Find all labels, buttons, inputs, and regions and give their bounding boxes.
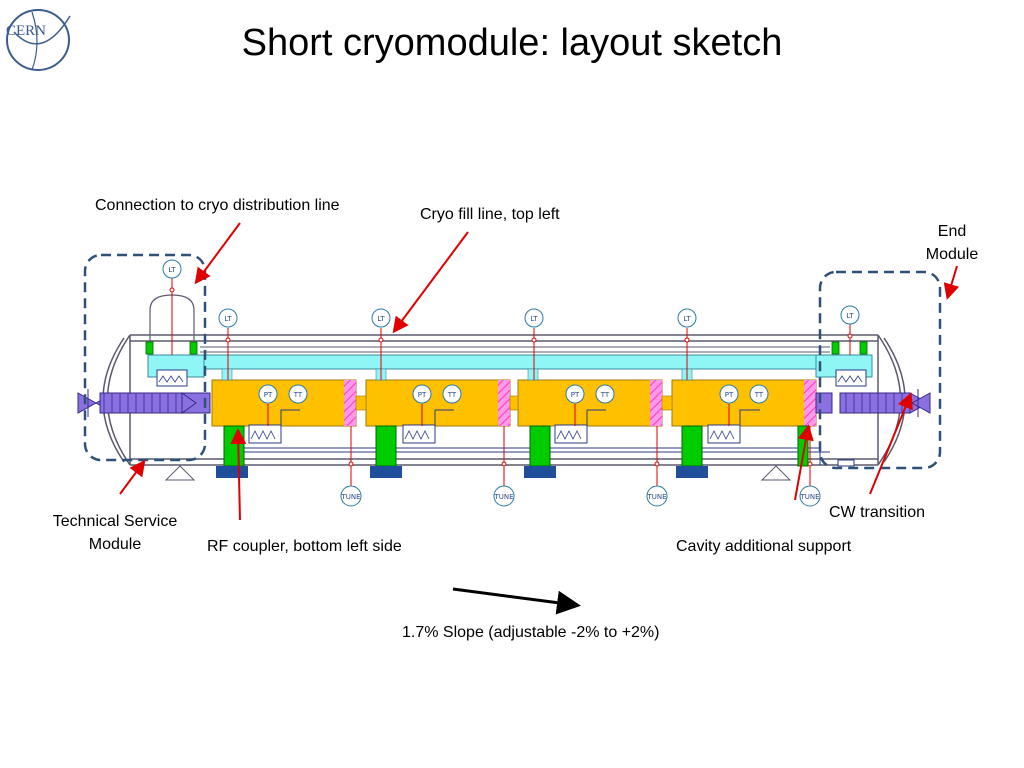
slope-arrow bbox=[452, 587, 581, 615]
vessel-feet bbox=[164, 465, 792, 481]
instrument-lines bbox=[227, 324, 851, 486]
tt-label: TT bbox=[293, 391, 303, 399]
pt-label: PT bbox=[264, 391, 273, 399]
svg-text:CERN: CERN bbox=[6, 23, 46, 39]
bellows-left bbox=[77, 389, 211, 417]
lt-label: LT bbox=[224, 315, 232, 323]
end-module-line-2: Module bbox=[925, 246, 979, 263]
annotation-arrows bbox=[119, 222, 960, 521]
tune-label: TUNE bbox=[799, 493, 819, 501]
tsm-line-2: Module bbox=[88, 536, 142, 553]
end-module-line-1: End bbox=[937, 223, 967, 240]
lt-label: LT bbox=[683, 315, 691, 323]
helium-return-line bbox=[203, 354, 817, 370]
tt-label: TT bbox=[754, 391, 764, 399]
instrument-taps bbox=[169, 287, 853, 467]
pressure-temperature-sensors bbox=[258, 384, 769, 404]
cryo-fill-label: Cryo fill line, top left bbox=[420, 206, 560, 223]
internal-lines bbox=[200, 346, 830, 353]
cavity-support-label: Cavity additional support bbox=[676, 538, 852, 555]
slide-title: Short cryomodule: layout sketch bbox=[241, 22, 783, 64]
level-transmitters bbox=[162, 259, 860, 328]
cern-logo: CERN bbox=[6, 9, 71, 71]
lt-label: LT bbox=[168, 266, 176, 274]
tune-label: TUNE bbox=[493, 493, 513, 501]
pt-label: PT bbox=[725, 391, 734, 399]
connection-label: Connection to cryo distribution line bbox=[95, 197, 340, 214]
end-module-label: End Module bbox=[914, 220, 990, 266]
tsm-line-1: Technical Service bbox=[52, 513, 178, 530]
tuners bbox=[340, 485, 821, 507]
heater-coils bbox=[158, 375, 863, 440]
heater-boxes bbox=[156, 369, 867, 444]
technical-service-module-label: Technical Service Module bbox=[40, 510, 190, 556]
lt-label: LT bbox=[377, 315, 385, 323]
lt-label: LT bbox=[530, 315, 538, 323]
tt-label: TT bbox=[447, 391, 457, 399]
cw-transition-label: CW transition bbox=[829, 504, 926, 521]
tt-label: TT bbox=[600, 391, 610, 399]
slope-label: 1.7% Slope (adjustable -2% to +2%) bbox=[402, 624, 660, 641]
pt-label: PT bbox=[418, 391, 427, 399]
rf-coupler-label: RF coupler, bottom left side bbox=[207, 538, 402, 555]
cavity-string bbox=[211, 368, 817, 427]
tune-label: TUNE bbox=[646, 493, 666, 501]
bellows-right bbox=[815, 389, 931, 417]
pt-label: PT bbox=[571, 391, 580, 399]
tune-label: TUNE bbox=[340, 493, 360, 501]
lt-label: LT bbox=[846, 312, 854, 320]
